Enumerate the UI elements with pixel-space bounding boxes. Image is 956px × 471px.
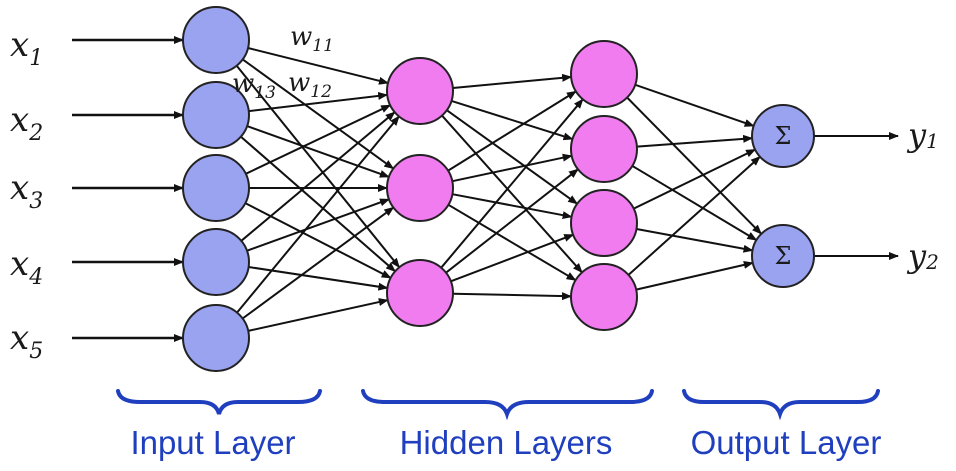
sigma-symbol-1: Σ [775,122,792,150]
edge-input-1-to-hidden1-2 [242,58,395,170]
input-node-3 [182,154,250,222]
input-labels: x1 x2 x3 x4 x5 [10,25,43,364]
network-nodes: ΣΣ [182,6,815,372]
edge-input-4-to-hidden1-3 [248,266,389,291]
weight-label-w12: w12 [288,68,332,102]
edge-hidden1-2-to-hidden2-3 [452,193,573,220]
input-node-2 [182,81,250,149]
output-layer-label: Output Layer [691,424,882,461]
edge-input-2-to-hidden1-3 [240,135,396,273]
input-label-x3: x3 [10,168,43,214]
output-label-y1: y1 [906,116,939,154]
edge-hidden1-3-to-hidden2-3 [450,233,575,283]
edge-hidden2-4-to-output-1 [627,155,761,276]
edge-hidden2-3-to-output-2 [636,228,754,253]
weight-label-w13: w13 [232,69,276,103]
edge-hidden1-2-to-hidden2-2 [452,153,573,183]
hidden2-node-2 [570,115,638,183]
hidden2-node-4 [570,263,638,331]
hidden2-node-1 [570,40,638,108]
edge-hidden2-4-to-output-2 [635,261,754,291]
hidden2-node-3 [570,189,638,257]
output-label-y2: y2 [906,237,939,275]
edge-input-2-to-hidden1-2 [246,125,390,178]
layer-braces [116,389,880,421]
edge-hidden1-3-to-hidden2-4 [452,292,572,301]
edge-input-1-to-hidden1-1 [247,47,389,85]
edge-input-3-to-hidden1-3 [244,202,392,279]
sigma-symbol-2: Σ [775,242,792,270]
output-layer-brace [682,389,880,421]
input-label-x2: x2 [10,100,43,146]
input-label-x5: x5 [10,318,43,364]
edge-input-3-to-hidden1-1 [245,104,392,175]
input-node-1 [182,6,250,74]
hidden-layers-label: Hidden Layers [400,424,613,461]
edge-hidden2-2-to-output-2 [631,165,758,241]
edge-hidden1-3-to-hidden2-1 [440,98,584,269]
edge-hidden2-1-to-output-1 [634,83,755,127]
connection-edges [235,47,763,332]
hidden1-node-3 [386,259,454,327]
output-arrows [814,132,899,260]
output-node-2 [751,224,815,288]
hidden1-node-2 [386,154,454,222]
hidden-layer-brace [361,389,654,421]
input-layer-label: Input Layer [130,424,295,461]
input-node-4 [182,228,250,296]
edge-hidden1-1-to-hidden2-1 [452,73,573,89]
input-layer-brace [116,389,322,415]
weight-labels: w11 w13 w12 [232,22,334,103]
layer-labels: Input Layer Hidden Layers Output Layer [130,424,881,461]
edge-input-4-to-hidden1-1 [240,111,396,242]
edge-input-4-to-hidden1-2 [246,198,390,252]
input-label-x1: x1 [10,25,43,71]
edge-input-2-to-hidden1-1 [248,91,389,113]
edge-hidden1-3-to-hidden2-2 [445,168,579,274]
edge-input-5-to-hidden1-1 [236,115,400,314]
edge-hidden2-3-to-output-1 [633,148,756,210]
input-arrows [72,36,184,342]
edge-hidden1-2-to-hidden2-4 [447,203,577,282]
edge-input-5-to-hidden1-2 [242,206,395,320]
edge-input-1-to-hidden1-3 [235,65,401,269]
input-node-5 [182,304,250,372]
edge-hidden1-2-to-hidden2-1 [447,90,577,172]
edge-hidden2-2-to-output-1 [636,134,754,148]
input-label-x4: x4 [10,244,43,290]
edge-input-5-to-hidden1-3 [247,298,389,332]
output-node-1 [751,104,815,168]
edge-hidden1-1-to-hidden2-2 [451,99,574,141]
hidden1-node-1 [386,57,454,125]
weight-label-w11: w11 [290,22,334,56]
edge-hidden1-1-to-hidden2-4 [441,114,583,274]
output-labels: y1 y2 [906,116,939,275]
edge-hidden2-1-to-output-2 [626,96,763,235]
edge-hidden1-1-to-hidden2-3 [446,109,579,205]
